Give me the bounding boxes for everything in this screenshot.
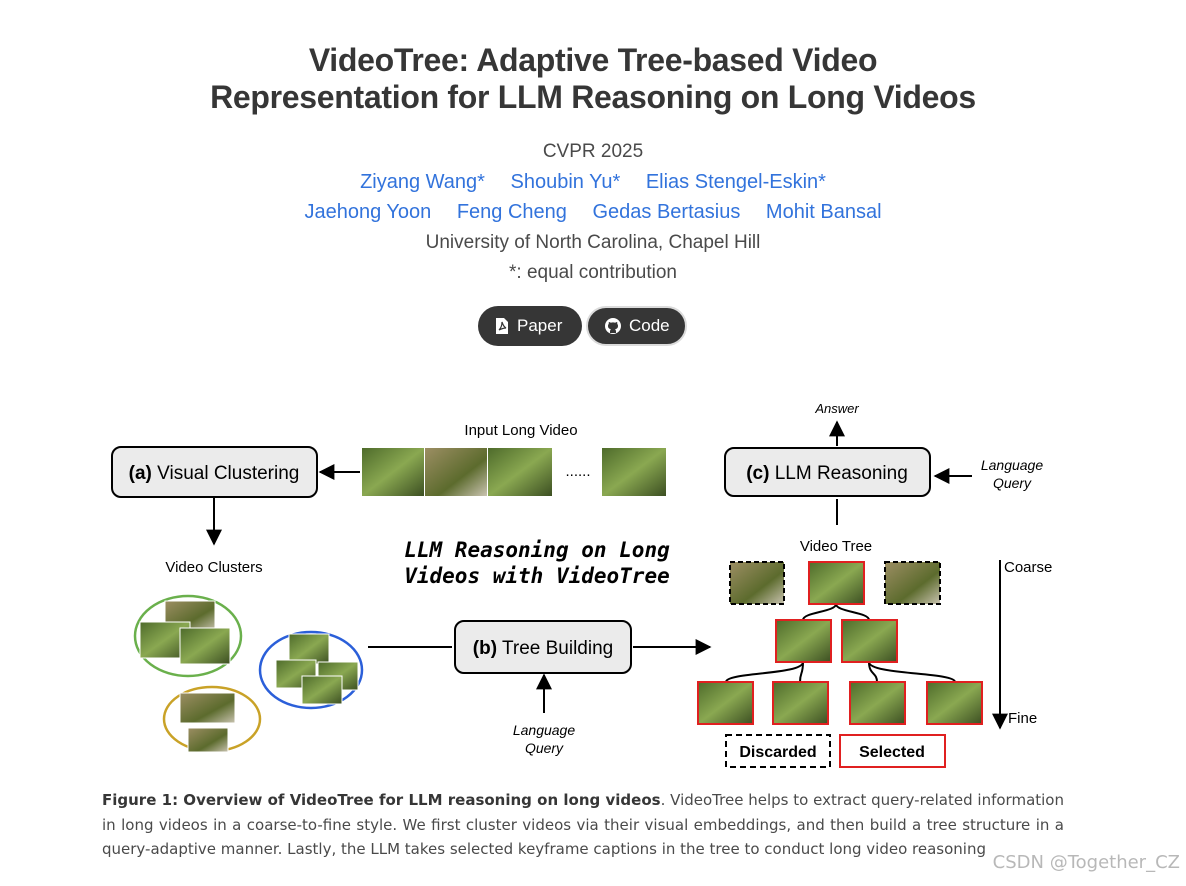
author-link[interactable]: Gedas Bertasius bbox=[592, 201, 741, 223]
query-label-c-1: Language bbox=[981, 457, 1044, 473]
input-video-frames bbox=[362, 448, 666, 496]
overview-figure: Input Long Video ...... (a) Visual Clust… bbox=[111, 401, 1052, 768]
pdf-icon bbox=[496, 318, 508, 334]
input-video-label: Input Long Video bbox=[464, 422, 577, 439]
query-label-b-2: Query bbox=[525, 740, 564, 756]
llm-reasoning-label: (c) LLM Reasoning bbox=[746, 463, 908, 484]
visual-clustering-label: (a) Visual Clustering bbox=[129, 463, 300, 484]
affiliation: University of North Carolina, Chapel Hil… bbox=[425, 232, 761, 253]
watermark: CSDN @Together_CZ bbox=[992, 852, 1180, 873]
authors-row-2: Jaehong Yoon Feng Cheng Gedas Bertasius … bbox=[0, 201, 1186, 224]
caption-text: . VideoTree helps to extract query-relat… bbox=[102, 791, 1064, 858]
paper-button-label: Paper bbox=[517, 316, 563, 335]
equal-contribution-note: *: equal contribution bbox=[509, 262, 677, 283]
tree-level-3 bbox=[697, 681, 983, 725]
visual-clustering-box bbox=[111, 446, 318, 498]
author-link[interactable]: Mohit Bansal bbox=[765, 201, 882, 223]
author-link[interactable]: Feng Cheng bbox=[456, 201, 567, 223]
author-link[interactable]: Jaehong Yoon bbox=[304, 201, 432, 223]
fine-label: Fine bbox=[1008, 710, 1037, 727]
video-clusters-label: Video Clusters bbox=[165, 559, 262, 576]
title-line-1: VideoTree: Adaptive Tree-based Video bbox=[308, 42, 878, 78]
paper-button[interactable]: Paper bbox=[478, 306, 582, 346]
tree-level-2 bbox=[775, 619, 898, 663]
llm-reasoning-box bbox=[724, 447, 931, 497]
author-link[interactable]: Elias Stengel-Eskin* bbox=[645, 171, 826, 193]
tree-level-1 bbox=[729, 561, 941, 605]
venue: CVPR 2025 bbox=[542, 141, 644, 162]
discarded-legend-label: Discarded bbox=[739, 744, 816, 761]
title-line-2: Representation for LLM Reasoning on Long… bbox=[210, 79, 976, 115]
caption-bold: Figure 1: Overview of VideoTree for LLM … bbox=[102, 791, 661, 809]
github-icon bbox=[605, 318, 621, 334]
center-title-line-2: Videos with VideoTree bbox=[404, 564, 670, 588]
cluster-blue bbox=[258, 630, 364, 710]
query-label-b-1: Language bbox=[513, 722, 576, 738]
code-button-label: Code bbox=[629, 316, 670, 335]
author-link[interactable]: Shoubin Yu* bbox=[510, 171, 621, 193]
center-title-line-1: LLM Reasoning on Long bbox=[404, 538, 670, 562]
tree-building-label: (b) Tree Building bbox=[473, 638, 613, 659]
tree-edges bbox=[725, 603, 956, 683]
tree-building-box bbox=[454, 620, 632, 674]
cluster-green bbox=[133, 594, 243, 678]
selected-legend-box bbox=[839, 734, 946, 768]
coarse-label: Coarse bbox=[1004, 559, 1052, 576]
ellipsis-dots: ...... bbox=[565, 463, 590, 480]
answer-label: Answer bbox=[814, 401, 859, 416]
figure-caption: Figure 1: Overview of VideoTree for LLM … bbox=[102, 788, 1064, 862]
discarded-legend-box bbox=[725, 734, 831, 768]
author-link[interactable]: Ziyang Wang* bbox=[360, 171, 485, 193]
video-tree-label: Video Tree bbox=[800, 538, 872, 555]
authors-row-1: Ziyang Wang* Shoubin Yu* Elias Stengel-E… bbox=[0, 171, 1186, 194]
code-button[interactable]: Code bbox=[586, 306, 687, 346]
query-label-c-2: Query bbox=[993, 475, 1032, 491]
selected-legend-label: Selected bbox=[859, 744, 925, 761]
paper-title: VideoTree: Adaptive Tree-based Video Rep… bbox=[0, 42, 1186, 116]
cluster-gold bbox=[162, 685, 262, 753]
